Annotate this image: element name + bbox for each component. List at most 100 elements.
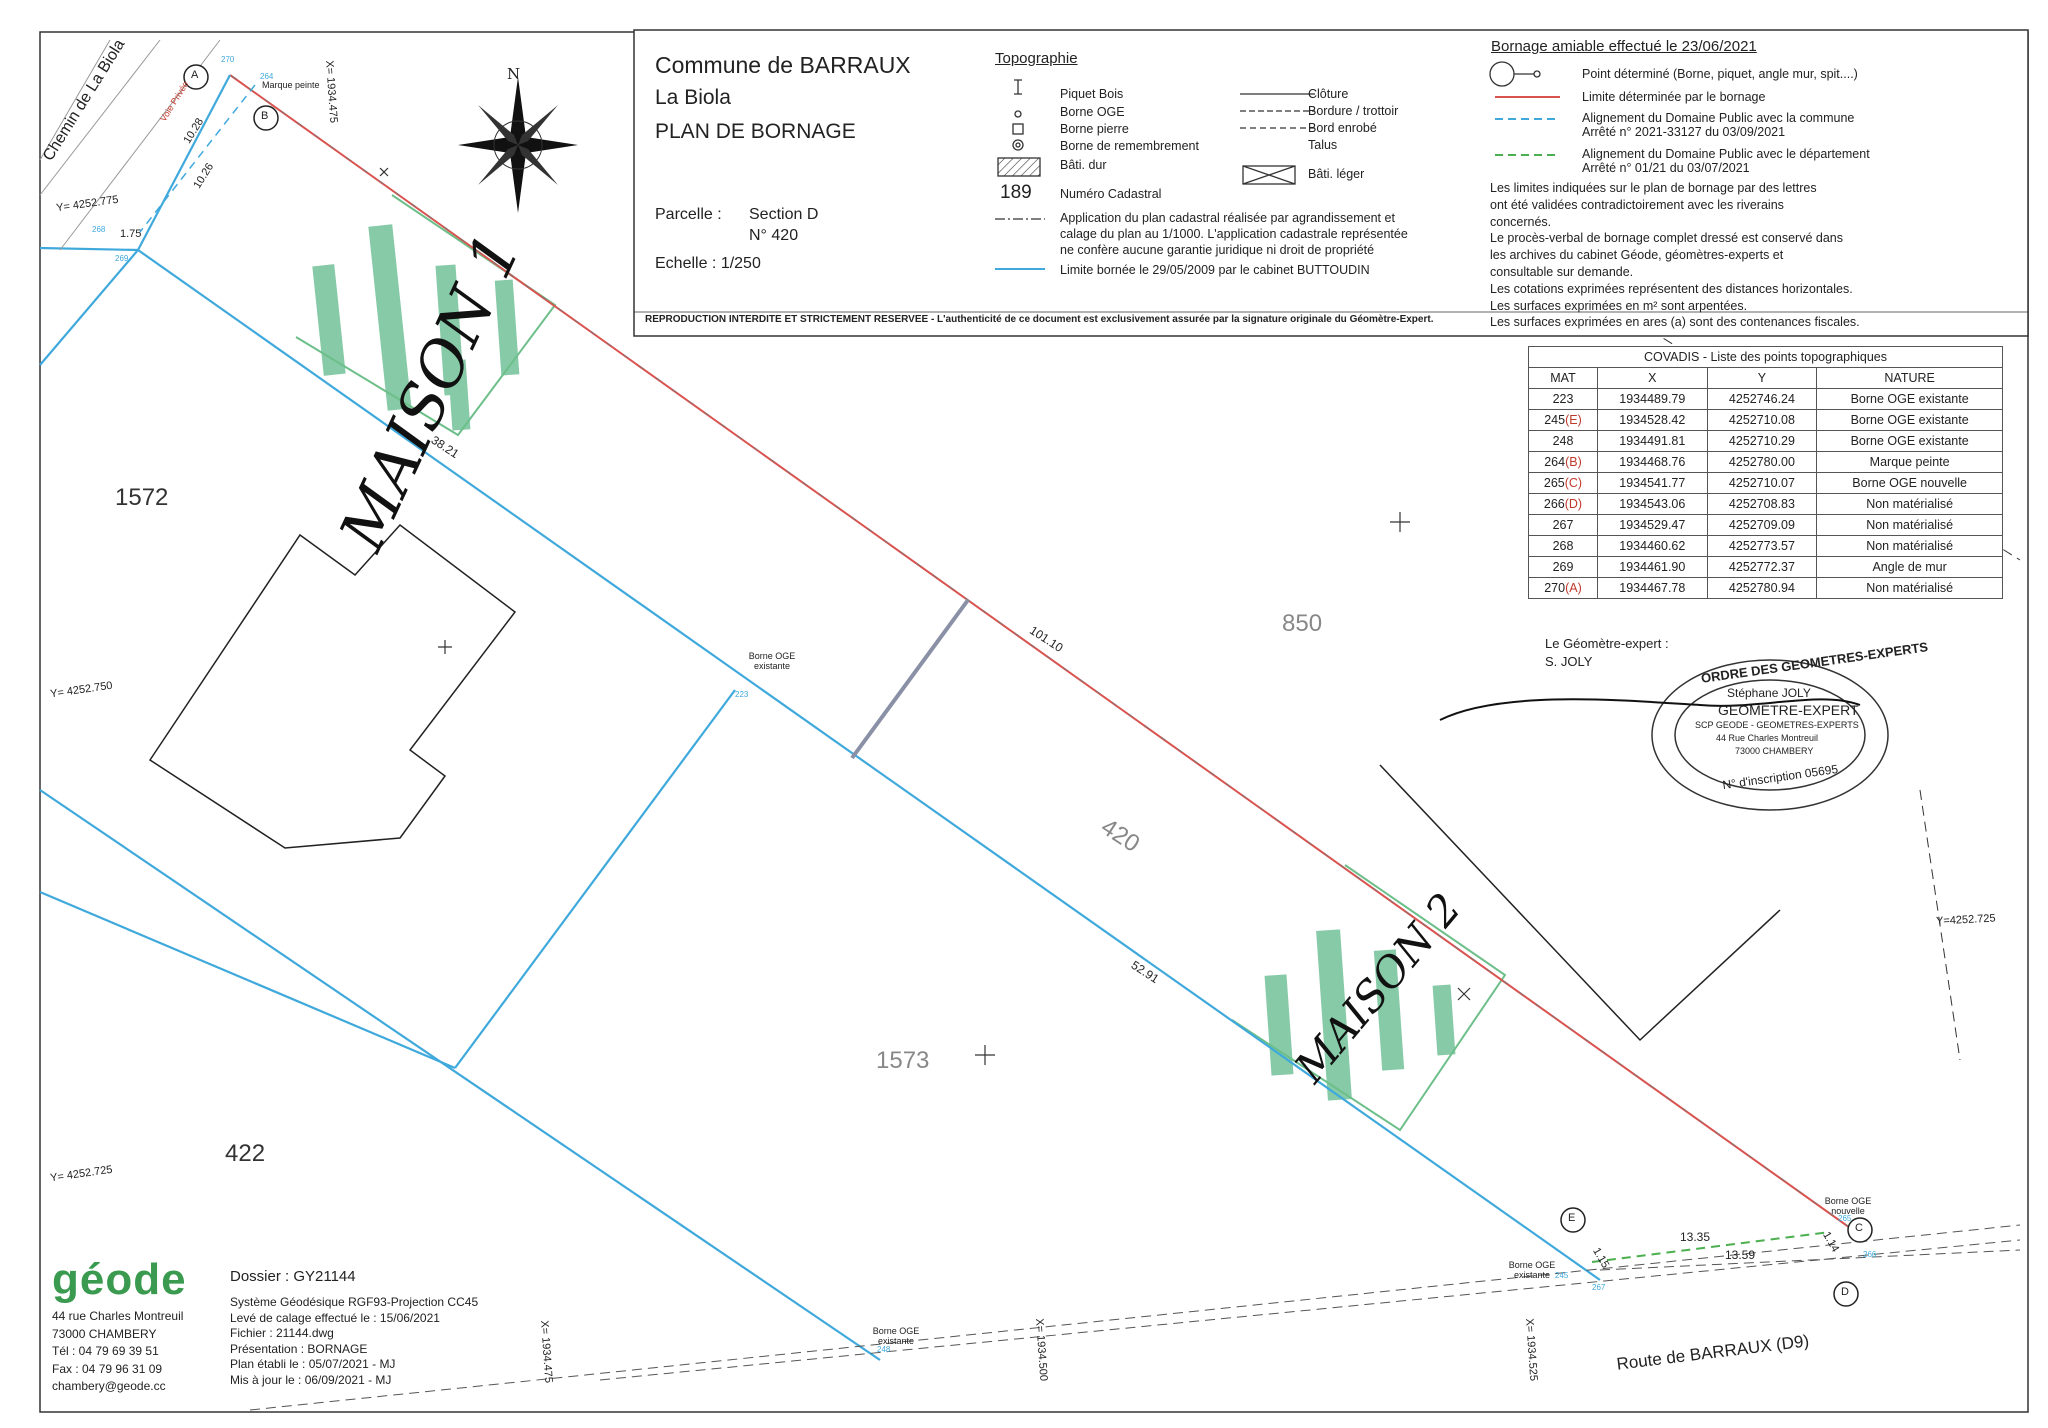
cell-x: 1934468.76	[1596, 451, 1708, 473]
lieu-dit: La Biola	[655, 86, 731, 109]
legend-borne-remembrement: Borne de remembrement	[1060, 139, 1199, 153]
stamp-firm: SCP GEODE - GEOMETRES-EXPERTS	[1695, 720, 1859, 730]
cell-y: 4252710.07	[1706, 472, 1818, 494]
meta-etabli: Plan établi le : 05/07/2021 - MJ	[230, 1357, 396, 1371]
dim-13-35: 13.35	[1680, 1230, 1711, 1244]
point-letters	[183, 64, 1873, 1307]
batiment-1572	[148, 523, 517, 849]
bornage-note: Les limites indiquées sur le plan de bor…	[1490, 181, 1817, 195]
point-letter-c: C	[1855, 1222, 1863, 1234]
stamp-address: 44 Rue Charles Montreuil	[1716, 733, 1819, 743]
meta-fichier: Fichier : 21144.dwg	[230, 1326, 334, 1340]
geometre-label: Le Géomètre-expert :	[1545, 636, 1669, 651]
geode-address: 44 rue Charles Montreuil 73000 CHAMBERY …	[52, 1308, 183, 1396]
point-letter-b: B	[261, 110, 269, 122]
mat-number: 248	[1552, 434, 1574, 448]
reproduction-notice: REPRODUCTION INTERDITE ET STRICTEMENT RE…	[645, 314, 1434, 325]
point-id-264: 264	[260, 72, 274, 81]
point-id-268: 268	[92, 225, 106, 234]
cell-nature: Marque peinte	[1816, 451, 2003, 473]
stamp-city: 73000 CHAMBERY	[1735, 746, 1814, 756]
label-borne-existante-248: Borne OGE existante	[872, 1326, 920, 1346]
col-mat: MAT	[1528, 367, 1598, 389]
maison-2-outline	[1231, 864, 1507, 1132]
cell-y: 4252780.00	[1706, 451, 1818, 473]
bornage-title: Bornage amiable effectué le 23/06/2021	[1491, 38, 1757, 55]
legend-bati-dur: Bâti. dur	[1060, 158, 1107, 172]
mat-number: 270	[1544, 581, 1566, 595]
meta-maj: Mis à jour le : 06/09/2021 - MJ	[230, 1372, 392, 1387]
cell-mat: 269	[1528, 556, 1598, 578]
label-borne-existante-245: Borne OGE existante	[1508, 1260, 1556, 1280]
mat-number: 266	[1543, 497, 1565, 511]
cell-nature: Borne OGE existante	[1816, 388, 2003, 410]
dim-1-75: 1.75	[120, 228, 142, 240]
batiment-850	[1379, 764, 1781, 1042]
cell-y: 4252772.37	[1706, 556, 1818, 578]
alignement-departement	[1591, 1231, 1831, 1263]
col-nature: NATURE	[1816, 367, 2003, 389]
meta-systeme: Système Géodésique RGF93-Projection CC45	[230, 1295, 479, 1309]
address-street: 44 rue Charles Montreuil	[52, 1309, 184, 1323]
parcel-1572: 1572	[115, 484, 169, 511]
cell-y: 4252773.57	[1706, 535, 1818, 557]
cell-mat: 245(E)	[1528, 409, 1598, 431]
maison-1-outline	[295, 194, 557, 437]
address-city: 73000 CHAMBERY	[52, 1326, 157, 1341]
parcel-850: 850	[1282, 610, 1323, 637]
north-arrow-icon	[458, 77, 578, 213]
address-tel: Tél : 04 79 69 39 51	[52, 1344, 159, 1358]
bornage-note: concernés.	[1490, 214, 1552, 229]
parcelle-section: Section D	[749, 206, 819, 223]
parcelle-label: Parcelle :	[655, 206, 722, 223]
north-label: N	[507, 65, 521, 83]
cell-mat: 223	[1528, 388, 1598, 410]
covadis-points-table: COVADIS - Liste des points topographique…	[1528, 346, 2003, 599]
plan-title: PLAN DE BORNAGE	[655, 120, 856, 143]
limites-bornees-2009	[39, 74, 1601, 1361]
label-borne-existante-223: Borne OGE existante	[748, 651, 796, 671]
topo-title: Topographie	[995, 50, 1078, 67]
point-id-248: 248	[877, 1345, 891, 1354]
point-id-223: 223	[735, 690, 749, 699]
cell-nature: Borne OGE existante	[1816, 430, 2003, 452]
echelle: Echelle : 1/250	[655, 255, 761, 272]
mat-number: 267	[1552, 518, 1574, 532]
address-email: chambery@geode.cc	[52, 1379, 166, 1393]
cell-x: 1934460.62	[1596, 535, 1708, 557]
cell-mat: 265(C)	[1528, 472, 1598, 494]
cell-x: 1934529.47	[1596, 514, 1708, 536]
col-y: Y	[1706, 367, 1818, 389]
cell-mat: 264(B)	[1528, 451, 1598, 473]
point-id-267: 267	[1592, 1283, 1606, 1292]
mat-letter: (B)	[1565, 455, 1582, 469]
cell-mat: 270(A)	[1528, 577, 1598, 599]
legend-alignement-commune-2: Arrêté n° 2021-33127 du 03/09/2021	[1582, 125, 1786, 139]
cell-nature: Non matérialisé	[1816, 577, 2003, 599]
address-fax: Fax : 04 79 96 31 09	[52, 1361, 163, 1376]
point-id-245: 245	[1555, 1271, 1569, 1280]
cell-nature: Borne OGE existante	[1816, 409, 2003, 431]
bornage-note: ont été validées contradictoirement avec…	[1490, 197, 1784, 212]
legend-bord-enrobe: Bord enrobé	[1308, 121, 1377, 135]
cell-x: 1934461.90	[1596, 556, 1708, 578]
mat-number: 269	[1552, 560, 1574, 574]
legend-limite-determinee: Limite déterminée par le bornage	[1582, 90, 1766, 104]
geometre-signature	[1439, 698, 1861, 721]
legend-cloture: Clôture	[1308, 87, 1349, 101]
cell-y: 4252710.29	[1706, 430, 1818, 452]
legend-talus: Talus	[1308, 138, 1338, 152]
label-marque-peinte: Marque peinte	[262, 80, 320, 90]
stamp-name: Stéphane JOLY	[1727, 686, 1811, 700]
cell-y: 4252708.83	[1706, 493, 1818, 515]
plan-metadata: Système Géodésique RGF93-Projection CC45…	[230, 1295, 478, 1388]
commune-title: Commune de BARRAUX	[655, 52, 911, 78]
point-letter-e: E	[1568, 1212, 1576, 1224]
